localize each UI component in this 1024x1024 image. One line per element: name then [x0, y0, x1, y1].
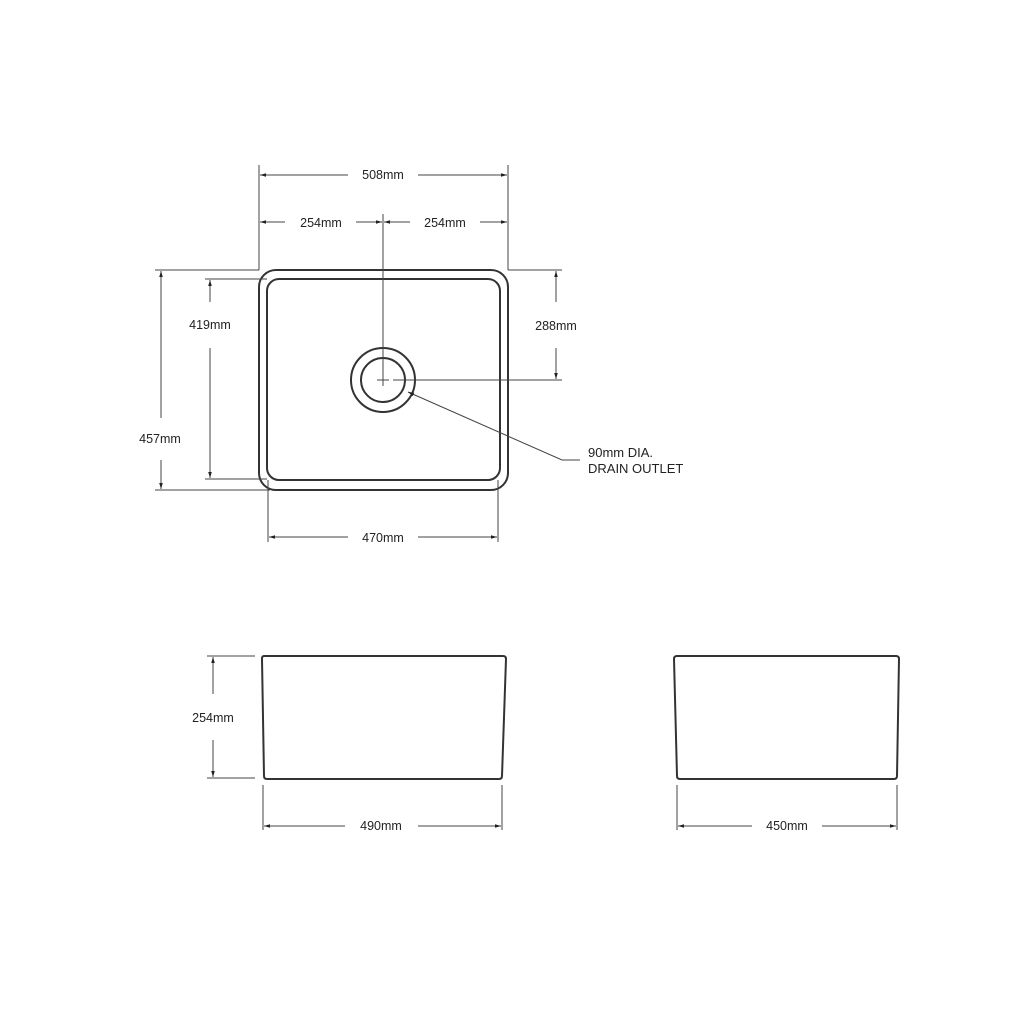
inner-depth-label: 419mm [189, 318, 231, 332]
drain-note-line2: DRAIN OUTLET [588, 461, 683, 476]
overall-width-label: 508mm [362, 168, 404, 182]
dimension-overall-width: 508mm [258, 165, 509, 270]
dimension-overall-depth: 457mm [139, 269, 270, 491]
front-width-label: 490mm [360, 819, 402, 833]
front-view-outline [260, 655, 508, 780]
dimension-front-width: 490mm [262, 785, 503, 833]
dimension-front-height: 254mm [192, 655, 255, 779]
front-view [260, 655, 508, 780]
half-width-right-label: 254mm [424, 216, 466, 230]
side-width-label: 450mm [766, 819, 808, 833]
side-view-outline [672, 655, 901, 780]
half-width-left-label: 254mm [300, 216, 342, 230]
drain-offset-label: 288mm [535, 319, 577, 333]
drain-callout: 90mm DIA. DRAIN OUTLET [407, 391, 683, 476]
dimension-half-widths: 254mm 254mm [260, 214, 507, 374]
dimension-base-width: 470mm [267, 480, 499, 545]
dimension-inner-depth: 419mm [189, 278, 267, 480]
dimension-drain-offset: 288mm [393, 269, 577, 381]
overall-depth-label: 457mm [139, 432, 181, 446]
drain-note-line1: 90mm DIA. [588, 445, 653, 460]
front-height-label: 254mm [192, 711, 234, 725]
base-width-label: 470mm [362, 531, 404, 545]
side-view [672, 655, 901, 780]
dimension-side-width: 450mm [676, 785, 898, 833]
